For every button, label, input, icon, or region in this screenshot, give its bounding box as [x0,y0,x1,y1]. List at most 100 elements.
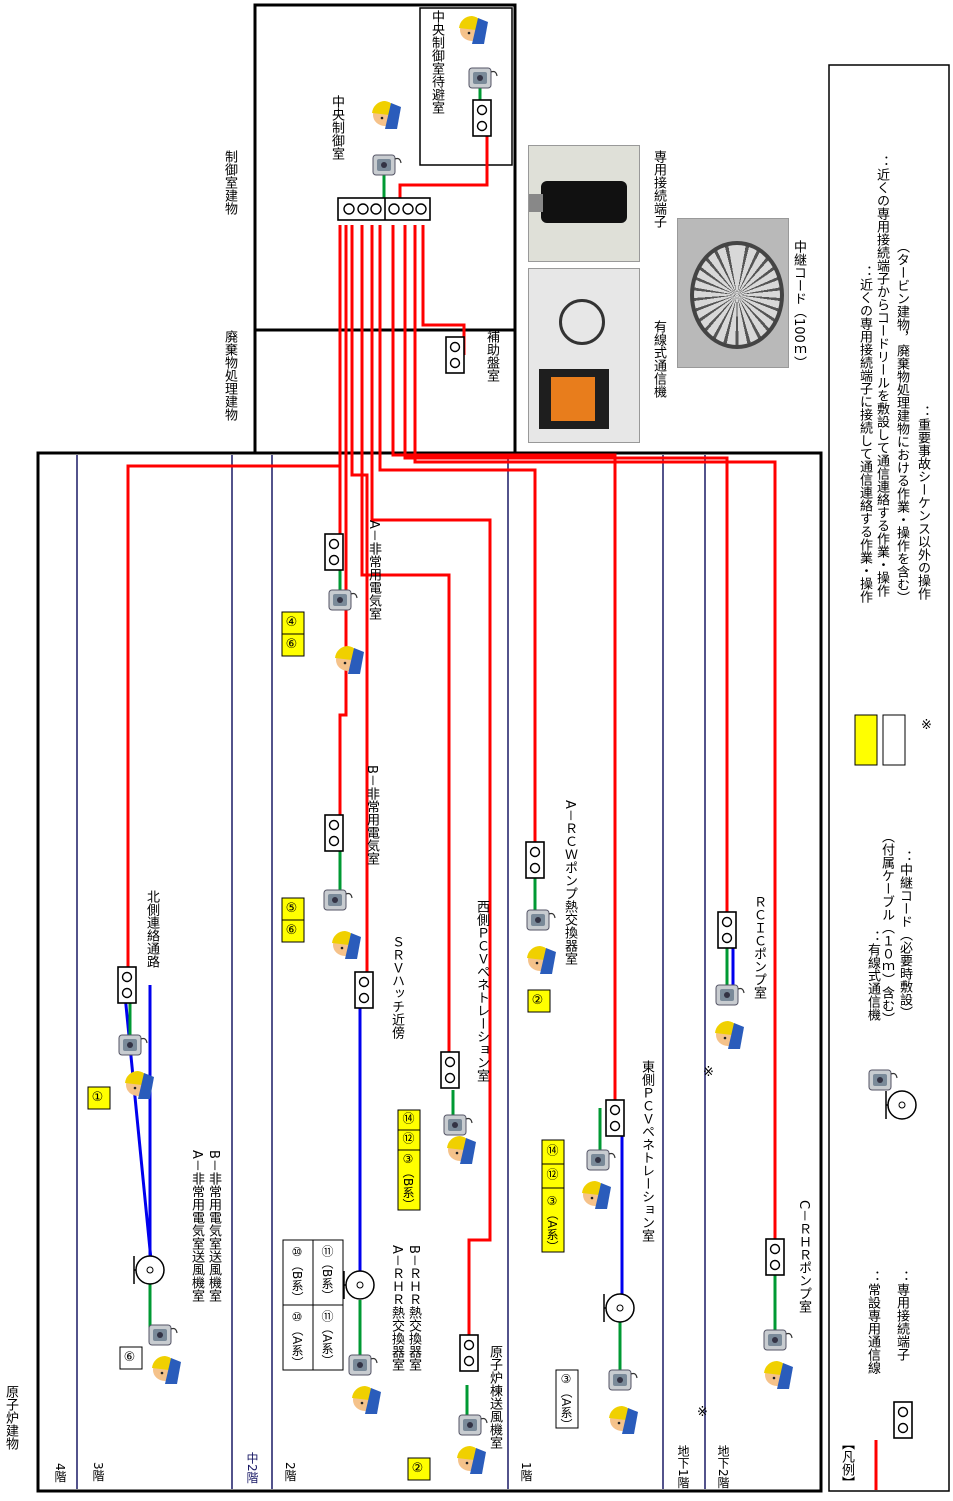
legend-title: 【凡例】 [839,1437,854,1489]
worker-rhr [352,1386,381,1414]
task-rhr-10a: ⑩（A系） [290,1310,304,1369]
label-reactor-building: 原子炉建物 [3,1385,18,1450]
worker-central-ctrl [372,100,401,129]
label-rhr-a: A－ＲＨＲ熱交換器室 [389,1245,404,1371]
task-a-sys-12: ⑫ [545,1168,559,1180]
worker-a-elec [335,645,364,674]
task-rhr-10b: ⑩（B系） [290,1245,304,1304]
terminal-ctrl-wait [472,99,492,137]
photo-reel [677,218,789,368]
label-reactor-fan: 原子炉棟送風機室 [487,1345,502,1449]
phone-fan [148,1324,178,1346]
terminal-b-elec [324,814,344,852]
task-2-f2: ② [410,1461,425,1476]
legend-terminal: ：専用接続端子 [894,1270,909,1361]
photo-phone [528,268,640,443]
label-fan-b: B－非常用電気室送風機室 [206,1150,221,1302]
label-rhr-b: B－ＲＨＲ熱交換器室 [406,1245,421,1371]
reel-legend-icon [885,1090,917,1120]
note-mark-1: ※ [701,1065,716,1080]
task-4: ④ [284,615,299,630]
phone-c-rhr [763,1329,793,1351]
phone-a-elec [328,589,358,611]
task-6-b: ⑥ [284,923,299,938]
terminal-c-rhr [765,1238,785,1276]
label-floor-b2: 地下2階 [716,1445,730,1489]
phone-ctrl-wait [468,67,498,89]
label-east-pcv: 東側ＰＣＶペネトレーション室 [639,1060,654,1242]
task-6-f3: ⑥ [122,1350,137,1365]
white-task-boxes [119,714,906,1429]
task-5: ⑤ [284,901,299,916]
legend-phone-1: ：有線式通信機 [865,930,880,1021]
phone-legend-icon [868,1069,898,1091]
terminal-rcw [525,841,545,879]
worker-west-pcv [447,1136,476,1164]
waste-building-frame [253,328,517,455]
phone-east-pcv-1 [586,1149,616,1171]
terminal-a-elec [324,533,344,571]
label-floor-3: 3階 [91,1462,105,1482]
terminal-east-pcv [605,1099,625,1137]
phone-b-elec [323,889,353,911]
phone-central-ctrl [372,154,402,176]
label-c-rhr: C－ＲＨＲポンプ室 [796,1200,811,1314]
task-b-sys-14: ⑭ [401,1112,415,1124]
label-a-elec: A－非常用電気室 [366,520,381,620]
terminal-west-pcv [440,1051,460,1089]
legend-frame [828,64,950,1492]
label-north-passage: 北側連絡通路 [144,890,159,968]
phone-rcw [526,909,556,931]
yellow-task-boxes [87,611,878,1481]
terminal-north-passage [117,966,137,1004]
worker-fan [152,1356,181,1384]
task-2-f1: ② [530,993,545,1008]
worker-rcic [715,1020,744,1049]
legend-note: ：重要事故シーケンス以外の操作 [915,405,930,600]
legend-note-mark: ※ [919,718,934,733]
legend-yellow-1: ：近くの専用接続端子に接続して通信連絡する作業・操作 [857,265,872,603]
label-control-building: 制御室建物 [222,150,237,215]
label-floor-2: 2階 [283,1462,297,1482]
legend-reel: ：中継コード（必要時敷設） [897,850,912,1019]
note-mark-2: ※ [695,1405,710,1420]
terminal-srv [354,971,374,1009]
worker-b-elec [332,930,361,959]
legend-white-1: ：近くの専用接続端子からコードリールを敷設して通信連絡する作業・操作 [874,155,889,597]
caption-phone: 有線式通信機 [651,320,666,398]
legend-white-2: （タービン建物，廃棄物処理建物における作業・操作を含む） [894,240,909,604]
reel-rhr [343,1270,375,1300]
label-fan-a: A－非常用電気室送風機室 [189,1150,204,1302]
label-floor-m2: 中2階 [245,1452,259,1484]
legend-phone-2: （付属ケーブル（１０ｍ）含む） [879,830,894,1025]
task-a-sys-14: ⑭ [545,1144,559,1156]
label-rcw-a: A－ＲＣＷポンプ熱交換器室 [562,800,577,965]
label-rcic: ＲＣＩＣポンプ室 [751,895,766,999]
reel-east-pcv [603,1293,635,1323]
label-west-pcv: 西側ＰＣＶペネトレーション室 [474,900,489,1082]
ctrl-wait-room-frame [419,7,513,166]
task-1: ① [90,1090,105,1105]
worker-c-rhr [764,1361,793,1389]
terminal-central-ctrl-circles [343,203,427,215]
caption-reel: 中継コード（100ｍ） [791,240,806,369]
label-srv: ＳＲＶハッチ近傍 [389,935,404,1039]
worker-east-pcv-2 [609,1406,638,1434]
legend-terminal-icon [893,1401,913,1439]
task-rhr-11b: ⑪（B系） [320,1245,334,1302]
task-b-sys-12: ⑫ [401,1132,415,1144]
task-a-sys-3-white: ③（A系） [559,1372,573,1431]
label-floor-4: 4階 [53,1463,67,1483]
control-building-frame [253,3,517,332]
worker-ctrl-wait [459,15,488,44]
photo-terminal [528,145,640,262]
task-6-a: ⑥ [284,637,299,652]
task-a-sys-3: ③（A系） [545,1194,559,1253]
terminal-aux-panel [445,336,465,374]
label-ctrl-wait: 中央制御室待避室 [429,10,444,114]
phone-reactor-fan [458,1414,488,1436]
label-central-ctrl: 中央制御室 [329,95,344,160]
task-b-sys-3: ③（B系） [401,1152,415,1211]
label-floor-b1: 地下1階 [676,1445,690,1489]
